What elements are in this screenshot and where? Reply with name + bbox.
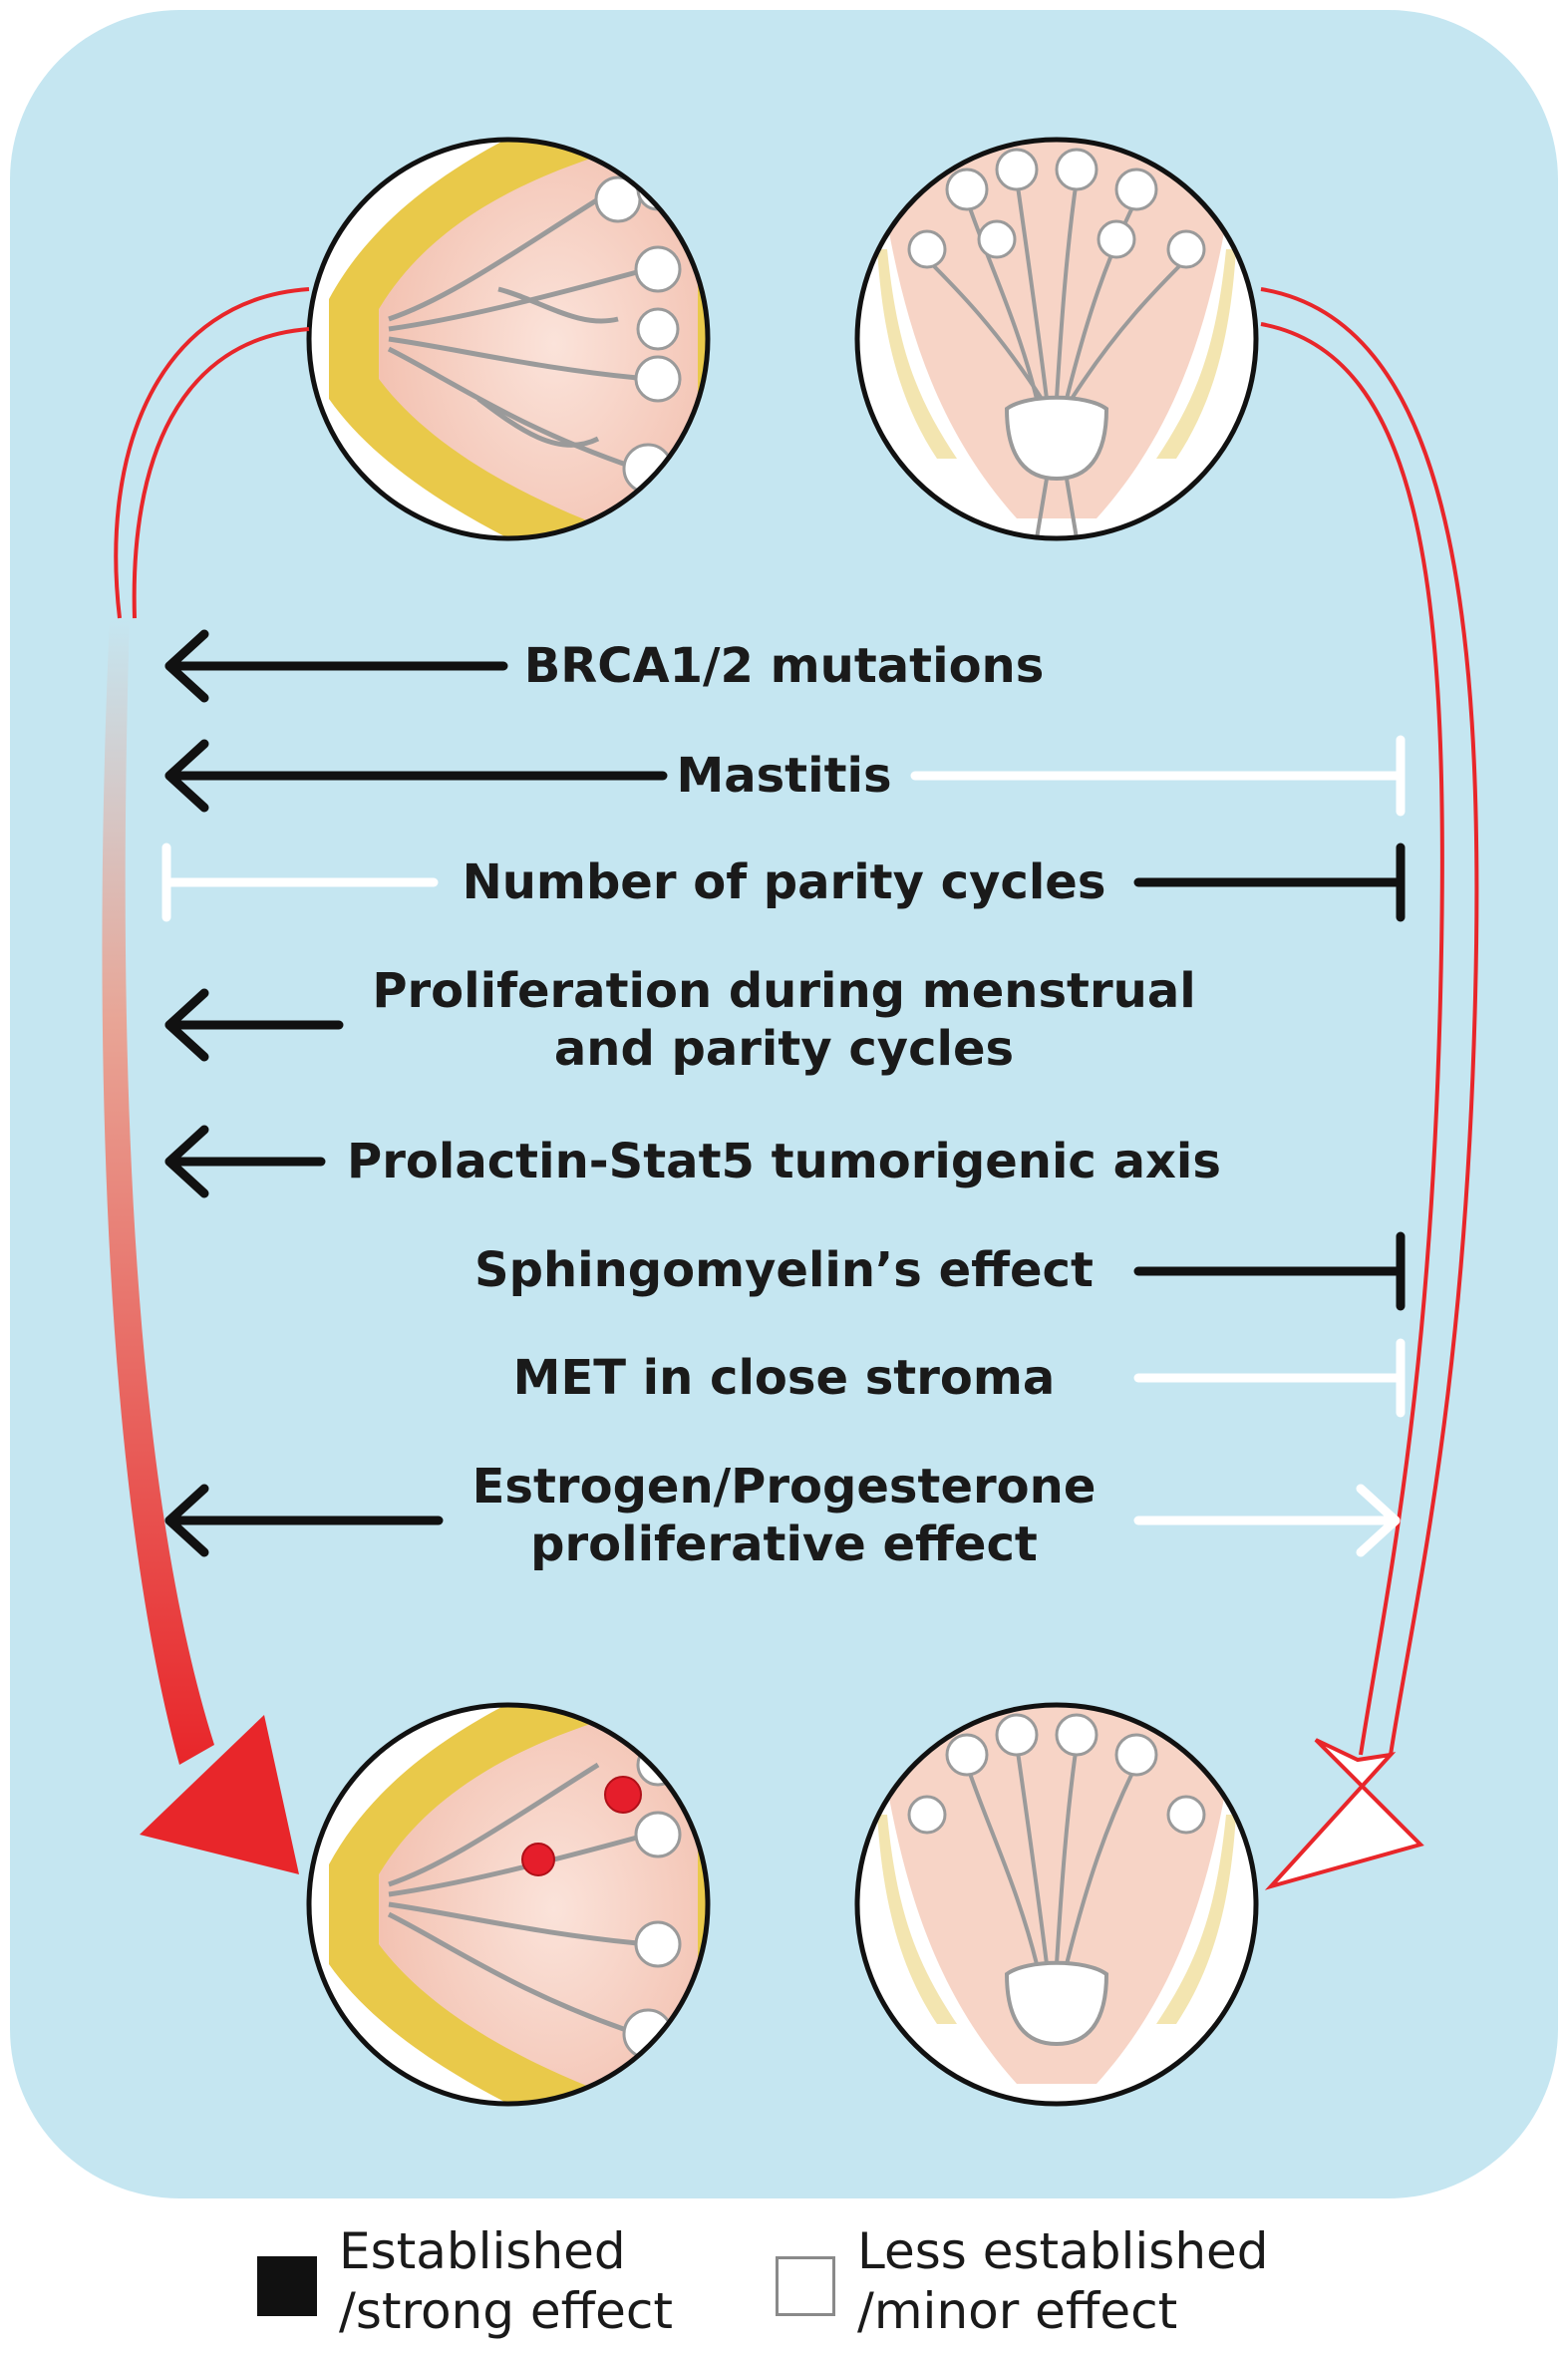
legend-swatch-less-established (776, 2256, 835, 2316)
proliferation-arrow-left (164, 988, 344, 1062)
factor-prolactin: Prolactin-Stat5 tumorigenic axis (347, 1134, 1221, 1189)
factor-estrogen: Estrogen/Progesterone proliferative effe… (471, 1459, 1097, 1572)
background-panel (10, 10, 1558, 2198)
ductal-tissue-normal-image (854, 137, 1259, 541)
legend-label-established: Established /strong effect (339, 2222, 673, 2340)
estrogen-arrow-left (164, 1484, 444, 1557)
factor-proliferation: Proliferation during menstrual and parit… (372, 963, 1196, 1077)
mastitis-arrow-left (164, 739, 668, 813)
factor-met: MET in close stroma (512, 1350, 1056, 1406)
legend-swatch-established (257, 2256, 317, 2316)
sphingomyelin-inhibitor-right (1133, 1231, 1406, 1311)
risk-arrow-left-outline-top (114, 287, 310, 619)
factor-parity-cycles: Number of parity cycles (462, 854, 1106, 910)
prolactin-arrow-left (164, 1125, 326, 1198)
legend-label-less-established: Less established /minor effect (857, 2222, 1269, 2340)
risk-arrow-right-head (1264, 1738, 1424, 1890)
mastitis-inhibitor-right (910, 735, 1406, 817)
risk-arrow-right-outline (1260, 287, 1479, 1756)
parity-inhibitor-right (1133, 842, 1406, 922)
brca-arrow-left (164, 629, 508, 703)
risk-arrow-left-shaft (102, 618, 214, 1765)
breast-tissue-tumor-image (306, 1702, 711, 2107)
ductal-tissue-late-image (854, 1702, 1259, 2107)
risk-arrow-left-head (140, 1715, 299, 1874)
met-inhibitor-right (1133, 1338, 1406, 1418)
factor-mastitis: Mastitis (676, 748, 892, 804)
breast-tissue-normal-image (306, 137, 711, 541)
factor-sphingomyelin: Sphingomyelin’s effect (474, 1242, 1094, 1298)
parity-inhibitor-left (161, 842, 439, 922)
estrogen-arrow-right (1133, 1484, 1401, 1557)
factor-brca: BRCA1/2 mutations (523, 638, 1045, 694)
